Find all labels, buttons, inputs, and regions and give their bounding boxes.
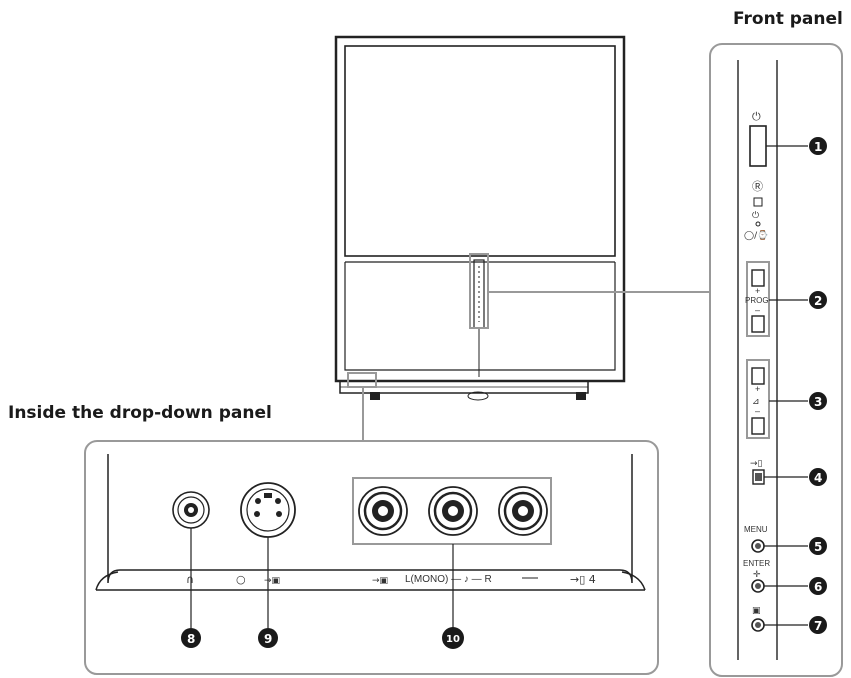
headphone-icon: ∩ <box>186 573 194 586</box>
callout-4: 4 <box>814 471 822 485</box>
callout-3: 3 <box>814 395 822 409</box>
teletext-icon: Ⓡ <box>752 180 763 193</box>
callout-7: 7 <box>814 619 822 633</box>
callout-10: 10 <box>446 634 460 645</box>
tv-screen <box>344 45 616 257</box>
indicator-square <box>753 197 763 207</box>
volume-minus: – <box>755 406 760 416</box>
prog-minus: – <box>755 305 760 315</box>
input-icon: →▯ <box>750 459 763 469</box>
drop-down-panel: ∩ 8 ○ →▣ 9 <box>84 440 659 675</box>
rca-audio-right-jack[interactable] <box>498 486 548 536</box>
lmono-label: L(MONO) — ♪ — R <box>405 574 492 585</box>
power-button[interactable] <box>749 125 767 167</box>
callout-8: 8 <box>187 632 195 646</box>
volume-up-button[interactable] <box>751 367 765 385</box>
front-panel-title: Front panel <box>733 9 843 29</box>
standby-indicator <box>755 221 761 227</box>
callout-9: 9 <box>264 632 272 646</box>
rca-jack-group <box>352 477 552 545</box>
enter-label: ENTER <box>743 559 770 568</box>
callout-6: 6 <box>814 580 822 594</box>
prog-plus: + <box>755 286 760 296</box>
prog-down-button[interactable] <box>751 315 765 333</box>
volume-icon: ⊿ <box>752 397 760 407</box>
svideo-icon: ○ <box>236 573 246 586</box>
standby-icon: ⏻ <box>752 210 759 221</box>
volume-down-button[interactable] <box>751 417 765 435</box>
input4-label: →▯ 4 <box>570 573 596 586</box>
picture-mode-icon: ▣ <box>752 606 761 616</box>
prog-up-button[interactable] <box>751 269 765 287</box>
drop-down-title: Inside the drop-down panel <box>8 403 272 423</box>
rca-video-jack[interactable] <box>358 486 408 536</box>
video-input-icon: →▣ <box>264 576 280 586</box>
power-icon: ⏻ <box>752 110 761 123</box>
svideo-jack[interactable] <box>240 482 296 538</box>
menu-label: MENU <box>744 525 768 534</box>
timer-icon: ◯/⌚ <box>744 229 768 241</box>
tv-body <box>334 35 626 401</box>
prog-label: PROG <box>745 296 769 305</box>
callout-1: 1 <box>814 140 822 154</box>
callout-5: 5 <box>814 540 822 554</box>
enter-cross-icon: ✛ <box>753 570 761 580</box>
callout-2: 2 <box>814 294 822 308</box>
rca-video-icon: →▣ <box>372 576 388 586</box>
front-panel: ⏻ 1 Ⓡ ⏻ ◯/⌚ + PROG – 2 + ⊿ – 3 →▯ <box>709 43 843 677</box>
rca-audio-left-jack[interactable] <box>428 486 478 536</box>
volume-plus: + <box>755 384 760 394</box>
